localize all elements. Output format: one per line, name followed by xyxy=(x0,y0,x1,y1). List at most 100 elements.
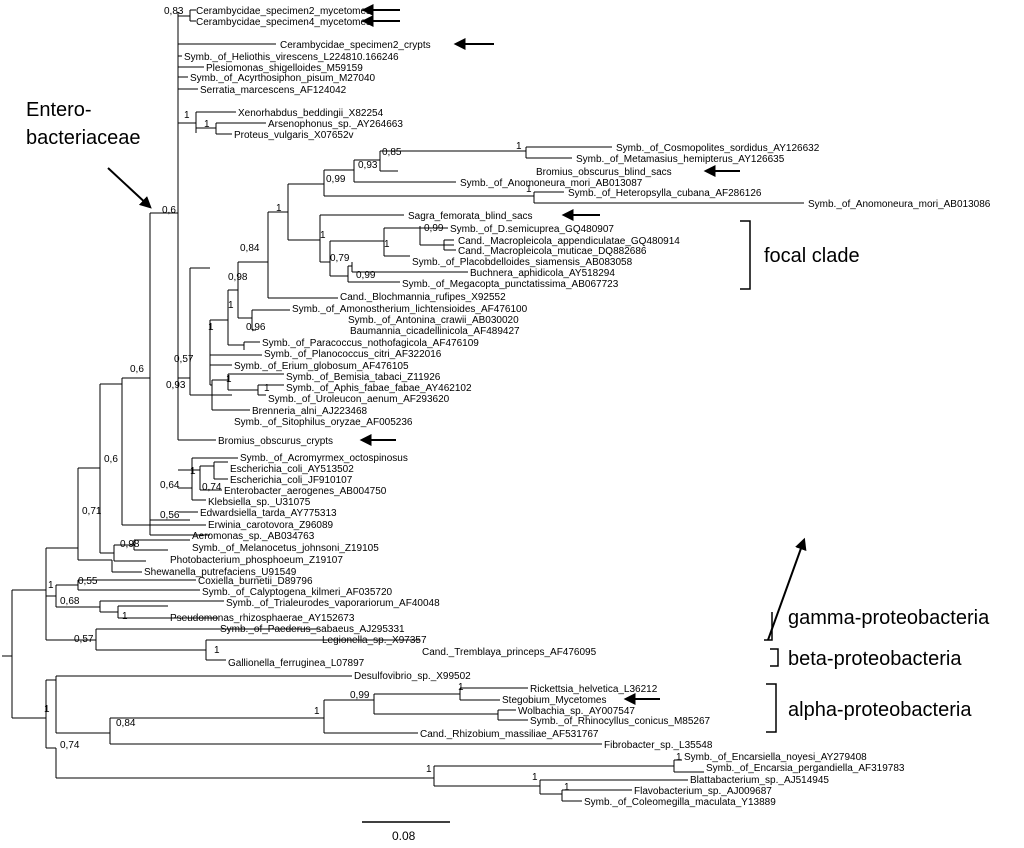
support-value: 0,99 xyxy=(424,223,444,234)
support-value: 1 xyxy=(516,141,522,152)
leaf-label: Cerambycidae_specimen2_crypts xyxy=(280,40,431,51)
alpha-bracket xyxy=(766,683,777,733)
support-value: 1 xyxy=(208,322,214,333)
leaf-label: Aeromonas_sp._AB034763 xyxy=(192,531,315,542)
focal-clade-bracket xyxy=(740,220,751,290)
leaf-label: Buchnera_aphidicola_AY518294 xyxy=(470,268,615,279)
leaf-label: Cerambycidae_specimen2_mycetomes xyxy=(196,6,371,17)
gamma-bracket-hook xyxy=(764,612,773,641)
leaf-label: Symb._of_Anomoneura_mori_AB013087 xyxy=(460,178,643,189)
leaf-label: Legionella_sp._X97357 xyxy=(322,635,427,646)
support-value: 1 xyxy=(458,682,464,693)
leaf-label: Symb._of_Encarsiella_noyesi_AY279408 xyxy=(684,752,867,763)
scale-bar-label: 0.08 xyxy=(392,829,416,843)
support-value: 0,98 xyxy=(120,539,140,550)
leaf-label: Gallionella_ferruginea_L07897 xyxy=(228,658,365,669)
leaf-label: Symb._of_D.semicuprea_GQ480907 xyxy=(450,224,614,235)
support-value: 1 xyxy=(228,300,234,311)
clade-brackets xyxy=(740,220,779,733)
support-value: 0,79 xyxy=(330,253,350,264)
leaf-label: Symb._of_Erium_globosum_AF476105 xyxy=(234,361,409,372)
support-value: 1 xyxy=(264,383,270,394)
support-value: 1 xyxy=(184,110,190,121)
support-value: 0,6 xyxy=(162,205,176,216)
support-value: 1 xyxy=(676,752,682,763)
support-value: 0,98 xyxy=(228,272,248,283)
leaf-label: Cerambycidae_specimen4_mycetomes xyxy=(196,17,371,28)
support-value: 1 xyxy=(320,230,326,241)
leaf-label: Symb._of_Planococcus_citri_AF322016 xyxy=(264,349,442,360)
support-value: 0,83 xyxy=(164,6,184,17)
leaf-label: Cand._Macropleicola_muticae_DQ882686 xyxy=(458,246,647,257)
leaf-label: Bromius_obscurus_blind_sacs xyxy=(536,167,672,178)
leaf-label: Symb._of_Trialeurodes_vaporariorum_AF400… xyxy=(226,598,440,609)
support-value: 0,99 xyxy=(326,174,346,185)
leaf-label: Symb._of_Rhinocyllus_conicus_M85267 xyxy=(530,716,711,727)
leaf-label: Symb._of_Placobdelloides_siamensis_AB083… xyxy=(412,257,633,268)
leaf-label: Flavobacterium_sp._AJ009687 xyxy=(634,786,772,797)
arrow-icon xyxy=(107,167,152,209)
leaf-label: Bromius_obscurus_crypts xyxy=(218,436,333,447)
support-value: 0,55 xyxy=(78,576,98,587)
leaf-label: Symb._of_Encarsia_pergandiella_AF319783 xyxy=(706,763,905,774)
leaf-label: Cand._Rhizobium_massiliae_AF531767 xyxy=(420,729,599,740)
support-value: 1 xyxy=(314,706,320,717)
leaf-label: Serratia_marcescens_AF124042 xyxy=(200,85,347,96)
leaf-label: Escherichia_coli_JF910107 xyxy=(230,475,353,486)
support-value: 1 xyxy=(564,782,570,793)
leaf-label: Wolbachia_sp._AY007547 xyxy=(518,706,635,717)
leaf-label: Symb._of_Heteropsylla_cubana_AF286126 xyxy=(568,188,762,199)
leaf-labels: Cerambycidae_specimen2_mycetomes Ceramby… xyxy=(144,6,991,808)
support-value: 0,85 xyxy=(382,147,402,158)
leaf-label: Blattabacterium_sp._AJ514945 xyxy=(690,775,829,786)
leaf-label: Symb._of_Aphis_fabae_fabae_AY462102 xyxy=(286,383,472,394)
support-value: 0,68 xyxy=(60,596,80,607)
support-value: 0,74 xyxy=(202,482,222,493)
leaf-label: Cand._Tremblaya_princeps_AF476095 xyxy=(422,647,597,658)
leaf-label: Symb._of_Bemisia_tabaci_Z11926 xyxy=(286,372,441,383)
support-value: 1 xyxy=(532,772,538,783)
leaf-label: Enterobacter_aerogenes_AB004750 xyxy=(224,486,387,497)
leaf-label: Fibrobacter_sp._L35548 xyxy=(604,740,713,751)
leaf-label: Symb._of_Acromyrmex_octospinosus xyxy=(240,453,408,464)
leaf-label: Plesiomonas_shigelloides_M59159 xyxy=(206,63,363,74)
leaf-label: Symb._of_Uroleucon_aenum_AF293620 xyxy=(268,394,450,405)
support-value: 0,99 xyxy=(350,690,370,701)
leaf-label: Symb._of_Antonina_crawii_AB030020 xyxy=(348,315,519,326)
support-value: 0,6 xyxy=(130,364,144,375)
leaf-label: Rickettsia_helvetica_L36212 xyxy=(530,684,658,695)
leaf-label: Escherichia_coli_AY513502 xyxy=(230,464,354,475)
group-labels: Entero- bacteriaceae focal clade gamma-p… xyxy=(26,99,990,721)
leaf-label: Symb._of_Metamasius_hemipterus_AY126635 xyxy=(576,154,785,165)
leaf-label: Baumannia_cicadellinicola_AF489427 xyxy=(350,326,520,337)
beta-label: beta-proteobacteria xyxy=(788,648,962,670)
support-value: 0,74 xyxy=(60,740,80,751)
support-value: 1 xyxy=(204,119,210,130)
tree-branches xyxy=(2,9,804,802)
support-value: 1 xyxy=(426,764,432,775)
enterobacteriaceae-label: bacteriaceae xyxy=(26,127,141,149)
support-value: 0,6 xyxy=(104,454,118,465)
arrow-icon xyxy=(767,537,807,641)
sample-arrows xyxy=(107,4,807,705)
support-value: 0,56 xyxy=(160,510,180,521)
leaf-label: Symb._of_Megacopta_punctatissima_AB06772… xyxy=(402,279,619,290)
leaf-label: Arsenophonus_sp._AY264663 xyxy=(268,119,403,130)
gamma-label: gamma-proteobacteria xyxy=(788,607,990,629)
support-value: 0,64 xyxy=(160,480,180,491)
support-value: 1 xyxy=(190,466,196,477)
alpha-label: alpha-proteobacteria xyxy=(788,699,972,721)
leaf-label: Symb._of_Acyrthosiphon_pisum_M27040 xyxy=(190,73,376,84)
leaf-label: Symb._of_Melanocetus_johnsoni_Z19105 xyxy=(192,543,379,554)
leaf-label: Symb._of_Paracoccus_nothofagicola_AF4761… xyxy=(262,338,479,349)
support-value: 1 xyxy=(44,704,50,715)
leaf-label: Symb._of_Amonostherium_lichtensioides_AF… xyxy=(292,304,528,315)
leaf-label: Photobacterium_phosphoeum_Z19107 xyxy=(170,555,343,566)
enterobacteriaceae-label: Entero- xyxy=(26,99,92,121)
focal-clade-label: focal clade xyxy=(764,245,860,267)
leaf-label: Symb._of_Sitophilus_oryzae_AF005236 xyxy=(234,417,413,428)
support-value: 1 xyxy=(214,645,220,656)
support-value: 1 xyxy=(276,203,282,214)
support-value: 0,99 xyxy=(356,270,376,281)
support-value: 0,71 xyxy=(82,506,102,517)
